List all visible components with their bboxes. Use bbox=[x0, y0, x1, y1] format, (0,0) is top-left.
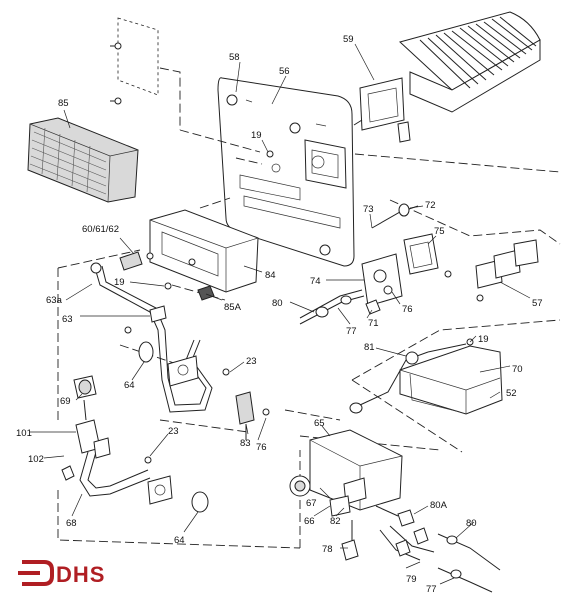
part-85-mesh-filter bbox=[27, 117, 139, 203]
label-84: 84 bbox=[265, 270, 276, 281]
part-labels: 58 56 59 85 19 72 73 75 60/61/62 84 19 7… bbox=[16, 34, 543, 595]
part-80a-connector bbox=[375, 505, 415, 527]
label-63a: 63a bbox=[46, 295, 63, 306]
label-81: 81 bbox=[364, 342, 375, 353]
leader-lines bbox=[30, 43, 531, 585]
part-57-gaskets bbox=[475, 239, 539, 302]
label-69: 69 bbox=[60, 396, 71, 407]
label-23-lower: 23 bbox=[168, 426, 179, 437]
part-64-washers bbox=[138, 341, 209, 513]
label-63: 63 bbox=[62, 314, 73, 325]
part-59-burner-grid bbox=[353, 11, 541, 143]
part-68-lower-pipe bbox=[61, 437, 151, 497]
part-77-lower-fitting bbox=[437, 567, 493, 593]
part-70-cover-box bbox=[399, 345, 503, 415]
label-19-right: 19 bbox=[478, 334, 489, 345]
label-72: 72 bbox=[425, 200, 436, 211]
mounting-bracket-dashed bbox=[110, 17, 181, 130]
part-74-fitting bbox=[361, 253, 403, 307]
label-82: 82 bbox=[330, 516, 341, 527]
logo-text: DHS bbox=[56, 562, 105, 587]
part-84-chamber-box bbox=[149, 209, 259, 293]
label-79: 79 bbox=[406, 574, 417, 585]
label-19-top: 19 bbox=[251, 130, 262, 141]
dhs-logo: DHS bbox=[18, 560, 105, 587]
part-80-lower-tube bbox=[437, 533, 501, 571]
part-80-pilot-tube bbox=[299, 289, 365, 325]
label-59: 59 bbox=[343, 34, 354, 45]
label-56: 56 bbox=[279, 66, 290, 77]
part-79-wire-pair bbox=[379, 525, 435, 561]
part-69-fitting bbox=[73, 375, 97, 399]
part-75-sight-window bbox=[403, 233, 439, 275]
part-78-wire bbox=[341, 520, 359, 561]
part-85a-clip bbox=[197, 285, 215, 301]
label-66: 66 bbox=[304, 516, 315, 527]
label-58: 58 bbox=[229, 52, 240, 63]
label-73: 73 bbox=[363, 204, 374, 215]
label-23-upper: 23 bbox=[246, 356, 257, 367]
label-65: 65 bbox=[314, 418, 325, 429]
label-64-upper: 64 bbox=[124, 380, 135, 391]
part-56-back-plate bbox=[217, 77, 355, 267]
part-23-flange bbox=[147, 355, 199, 505]
label-70: 70 bbox=[512, 364, 523, 375]
label-64-lower: 64 bbox=[174, 535, 185, 546]
part-65-gas-valve bbox=[289, 429, 403, 517]
label-60-61-62: 60/61/62 bbox=[82, 224, 119, 235]
label-80-lower: 80 bbox=[466, 518, 477, 529]
label-76-right: 76 bbox=[402, 304, 413, 315]
label-68: 68 bbox=[66, 518, 77, 529]
label-78: 78 bbox=[322, 544, 333, 555]
part-71-nut bbox=[365, 299, 381, 315]
part-60-61-62-fitting bbox=[119, 251, 154, 271]
label-67: 67 bbox=[306, 498, 317, 509]
label-71: 71 bbox=[368, 318, 379, 329]
label-85: 85 bbox=[58, 98, 69, 109]
label-80a: 80A bbox=[430, 500, 448, 511]
label-83: 83 bbox=[240, 438, 251, 449]
label-85a: 85A bbox=[224, 302, 242, 313]
label-75: 75 bbox=[434, 226, 445, 237]
label-76-lower: 76 bbox=[256, 442, 267, 453]
label-101: 101 bbox=[16, 428, 32, 439]
label-77-lower: 77 bbox=[426, 584, 437, 595]
part-63-gas-pipe bbox=[90, 262, 213, 413]
label-77-mid: 77 bbox=[346, 326, 357, 337]
part-72-electrode bbox=[371, 203, 419, 229]
label-52: 52 bbox=[506, 388, 517, 399]
label-57: 57 bbox=[532, 298, 543, 309]
label-80-mid: 80 bbox=[272, 298, 283, 309]
label-19-left: 19 bbox=[114, 277, 125, 288]
part-83-igniter bbox=[235, 391, 270, 440]
part-81-thermocouple bbox=[349, 343, 467, 414]
label-74: 74 bbox=[310, 276, 321, 287]
label-102: 102 bbox=[28, 454, 44, 465]
